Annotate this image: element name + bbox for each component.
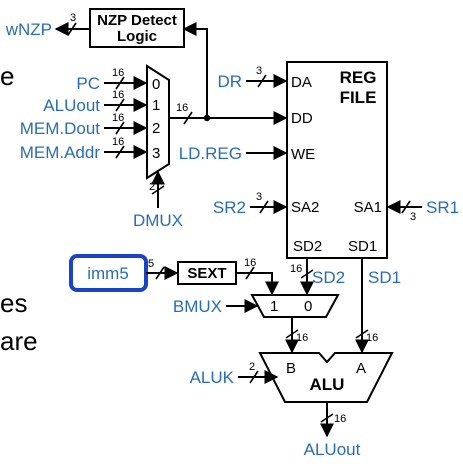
mux-index-3: 3 (152, 145, 160, 162)
dr-label: DR (217, 72, 242, 91)
sr1-label: SR1 (426, 198, 459, 217)
bg-text-fragment-3: are (0, 326, 38, 356)
reg-file-title-line1: REG (340, 68, 377, 87)
sd2-width: 16 (290, 263, 302, 275)
mux-index-1: 1 (152, 97, 160, 114)
bmux-in0: 0 (304, 298, 312, 315)
sr2-label: SR2 (213, 198, 246, 217)
sr1-slash (401, 200, 411, 214)
mux-index-0: 0 (152, 76, 160, 93)
alu-block (258, 352, 394, 403)
nzp-input-wire (182, 22, 208, 118)
input-mux (146, 64, 170, 180)
memaddr-slash (115, 145, 125, 159)
alu-b-width: 16 (296, 332, 308, 344)
aluout-in-label: ALUout (43, 96, 100, 115)
dmux-slash (151, 185, 165, 195)
sr2-slash (259, 200, 269, 214)
sext-output-wire (236, 272, 279, 296)
aluk-label: ALUK (190, 368, 235, 387)
imm5-slash (155, 266, 165, 280)
alu-b-slash (285, 329, 299, 339)
memaddr-label: MEM.Addr (20, 143, 101, 162)
reg-file-block (286, 61, 388, 259)
sd2-label: SD2 (312, 268, 345, 287)
dmux-width: 2 (149, 181, 155, 193)
sext-slash (245, 266, 255, 280)
sr2-width: 3 (256, 191, 262, 203)
alu-in-a: A (356, 360, 366, 377)
sext-width: 16 (244, 257, 256, 269)
pc-slash (115, 76, 125, 90)
port-we: WE (291, 146, 315, 163)
port-sa2: SA2 (291, 199, 319, 216)
aluk-slash (249, 370, 259, 384)
aluk-width: 2 (249, 361, 255, 373)
alu-in-b: B (286, 360, 296, 377)
sd1-label: SD1 (368, 268, 401, 287)
wnzp-label: wNZP (5, 20, 52, 39)
nzp-width-slash (67, 22, 77, 36)
bmux-label: BMUX (173, 297, 222, 316)
memaddr-width: 16 (112, 136, 124, 148)
sd2-slash (300, 269, 314, 279)
bmux-block (250, 294, 340, 318)
ldreg-label: LD.REG (179, 144, 242, 163)
mux-output-slash (183, 111, 193, 125)
nzp-detect-label-line2: Logic (117, 28, 157, 45)
bg-text-fragment-1: e (0, 61, 14, 91)
aluout-in-slash (115, 98, 125, 112)
aluout-in-width: 16 (112, 89, 124, 101)
aluout-label: ALUout (304, 440, 361, 459)
dr-slash (257, 74, 267, 88)
bg-text-fragment-2: es (0, 288, 27, 318)
reg-file-title-line2: FILE (340, 88, 377, 107)
sr1-width: 3 (410, 211, 416, 223)
memdout-label: MEM.Dout (20, 119, 101, 138)
memdout-slash (115, 121, 125, 135)
dmux-label: DMUX (133, 211, 183, 230)
bmux-in1: 1 (270, 298, 278, 315)
nzp-width: 3 (70, 12, 76, 24)
imm5-label: imm5 (87, 264, 129, 283)
pc-label: PC (76, 74, 100, 93)
mux-index-2: 2 (152, 120, 160, 137)
port-sa1: SA1 (354, 199, 382, 216)
alu-a-slash (355, 329, 369, 339)
pc-width: 16 (112, 67, 124, 79)
dr-width: 3 (256, 65, 262, 77)
port-dd: DD (291, 110, 313, 127)
aluout-width: 16 (334, 413, 346, 425)
port-da: DA (291, 74, 312, 91)
port-sd2: SD2 (293, 238, 322, 255)
imm5-width: 5 (148, 258, 154, 270)
alu-a-width: 16 (366, 332, 378, 344)
sext-label: SEXT (187, 265, 226, 282)
mux-output-junction (203, 114, 211, 122)
alu-label: ALU (310, 375, 345, 394)
nzp-detect-label-line1: NZP Detect (97, 12, 177, 29)
mux-output-width: 16 (176, 102, 188, 114)
port-sd1: SD1 (348, 238, 377, 255)
aluout-slash (320, 413, 334, 423)
memdout-width: 16 (112, 112, 124, 124)
